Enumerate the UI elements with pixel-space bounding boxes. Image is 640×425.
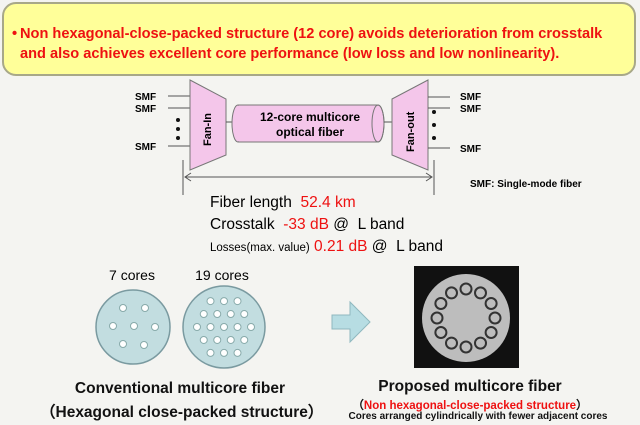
core <box>445 286 458 300</box>
core <box>484 297 498 310</box>
fiber-specs: Fiber length 52.4 km Crosstalk -33 dB @ … <box>210 192 443 259</box>
fiber-label-line-2: optical fiber <box>276 125 344 139</box>
ellipsis-dot <box>176 136 180 140</box>
length-value: 52.4 km <box>300 194 356 211</box>
proposed-title: Proposed multicore fiber <box>378 378 562 395</box>
core <box>474 286 487 300</box>
core <box>488 311 502 325</box>
smf-label-right: SMF <box>460 144 481 155</box>
headline-line-2: and also achieves excellent core perform… <box>20 46 560 62</box>
core <box>213 310 222 319</box>
core <box>233 297 242 306</box>
fan-in-device <box>189 79 227 171</box>
core <box>474 336 487 350</box>
headline-text: • Non hexagonal-close-packed structure (… <box>12 24 630 64</box>
smf-label-right: SMF <box>460 92 481 103</box>
proposed-subtitle: （Non hexagonal-close-packed structure） <box>352 400 588 412</box>
input-fibers <box>168 95 190 147</box>
output-fibers <box>428 96 450 149</box>
smf-label-left: SMF <box>135 142 156 153</box>
fiber-cross-section-19-core <box>182 285 266 369</box>
proposed-note: Cores arranged cylindrically with fewer … <box>348 411 608 422</box>
core <box>220 323 228 331</box>
core <box>240 335 249 344</box>
core <box>484 326 498 339</box>
core <box>213 335 222 344</box>
multicore-fiber <box>231 104 385 143</box>
fiber-label-line-1: 12-core multicore <box>260 110 360 124</box>
core <box>233 323 242 331</box>
fiber-cross-section-7-core <box>95 289 171 365</box>
smf-label-left: SMF <box>135 104 156 115</box>
spec-fiber-length: Fiber length 52.4 km <box>210 194 356 211</box>
fiber-cross-section-12-core <box>414 266 519 368</box>
spec-crosstalk: Crosstalk -33 dB @ L band <box>210 216 405 233</box>
core <box>226 335 235 344</box>
core <box>206 348 215 357</box>
conventional-subtitle: （Hexagonal close-packed structure） <box>40 404 324 421</box>
core <box>247 323 255 331</box>
core <box>233 348 242 357</box>
conventional-title: Conventional multicore fiber <box>74 380 286 397</box>
length-dimension-arrow <box>182 160 435 195</box>
loss-value: 0.21 dB <box>314 238 368 255</box>
core <box>226 310 235 319</box>
headline-line-1: Non hexagonal-close-packed structure (12… <box>20 26 603 42</box>
core <box>220 297 228 306</box>
ellipsis-dot <box>432 110 436 114</box>
fan-in-label: Fan-In <box>202 113 214 146</box>
ellipsis-dot <box>176 127 180 131</box>
smf-label-left: SMF <box>135 92 156 103</box>
smf-legend: SMF: Single-mode fiber <box>470 179 582 190</box>
core <box>434 326 448 339</box>
ellipsis-dot <box>432 136 436 140</box>
core <box>445 336 458 350</box>
label-19-cores: 19 cores <box>195 267 249 283</box>
core <box>199 310 208 319</box>
core <box>206 297 215 306</box>
core <box>206 323 215 331</box>
core <box>430 311 444 325</box>
headline-banner: • Non hexagonal-close-packed structure (… <box>2 2 636 76</box>
core <box>240 310 249 319</box>
label-7-cores: 7 cores <box>109 267 155 283</box>
bullet: • <box>12 26 18 42</box>
core <box>199 335 208 344</box>
fan-out-device <box>391 79 429 171</box>
ellipsis-dot <box>176 118 180 122</box>
fan-out-label: Fan-out <box>405 111 417 152</box>
crosstalk-value: -33 dB <box>283 216 329 233</box>
arrow-right-icon <box>331 300 371 344</box>
core <box>193 323 201 331</box>
core <box>459 282 473 296</box>
core <box>220 348 228 357</box>
spec-losses: Losses(max. value) 0.21 dB @ L band <box>210 238 443 255</box>
core <box>459 340 473 354</box>
ellipsis-dot <box>432 123 436 127</box>
smf-label-right: SMF <box>460 104 481 115</box>
core <box>434 297 448 310</box>
